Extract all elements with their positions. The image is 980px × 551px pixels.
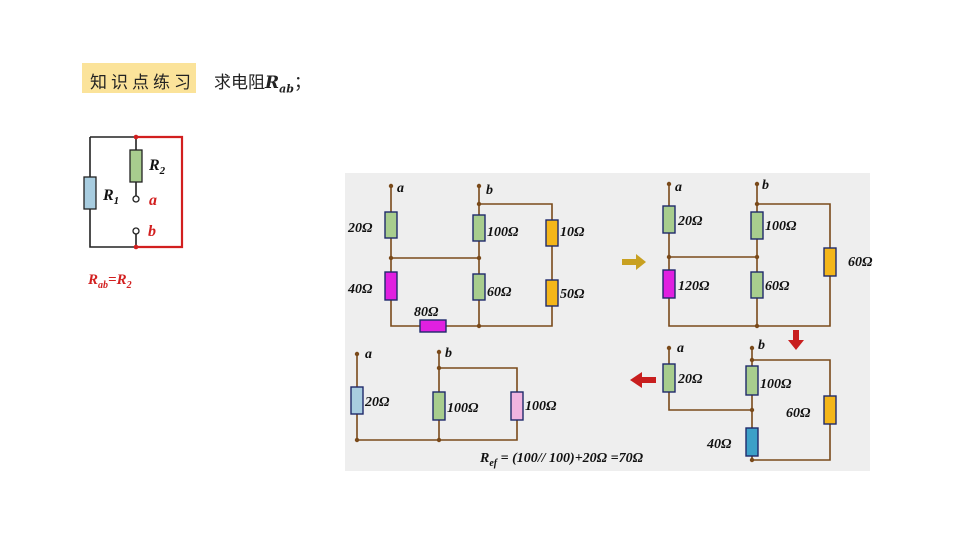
c1-node-top-right (476, 201, 482, 207)
c1-label-20: 20Ω (347, 221, 373, 236)
c2-label-20: 20Ω (677, 214, 703, 229)
circuit-2-wires (668, 184, 831, 327)
prompt-prefix: 求电阻 (214, 73, 265, 93)
terminal-a (132, 195, 140, 203)
c4-node-bottom-left (354, 437, 360, 443)
c2-node-top-right (754, 201, 760, 207)
c3-resistor-100 (745, 365, 759, 396)
c1-resistor-80 (419, 319, 447, 333)
c2-label-60-mid: 60Ω (765, 279, 790, 294)
c4-node-bottom (436, 437, 442, 443)
prompt-text: 求电阻Rab； (214, 68, 311, 95)
arrow-right-icon (622, 254, 646, 270)
prompt-symbol: R (265, 73, 280, 93)
c4-resistor-20 (350, 386, 364, 415)
formula-ref: Ref = (100// 100)+20Ω =70Ω (479, 451, 644, 469)
result-rab: Rab=R2 (87, 272, 132, 291)
c3-label-40: 40Ω (706, 437, 732, 452)
prompt-suffix: ； (293, 73, 311, 93)
c1-resistor-60 (472, 273, 486, 301)
c2-resistor-60-mid (750, 271, 764, 299)
small-circuit-black-wire (89, 136, 136, 248)
arrow-down-icon (788, 330, 804, 350)
c1-label-60: 60Ω (487, 285, 512, 300)
c1-node-mid (476, 255, 482, 261)
c4-resistor-100-right (510, 391, 524, 421)
label-r1: R1 (102, 187, 119, 207)
c3-label-a: a (677, 341, 684, 356)
c4-node-a (354, 351, 360, 357)
c4-label-100-mid: 100Ω (447, 401, 479, 416)
c4-label-a: a (365, 347, 372, 362)
title-tag: 知识点练习 (90, 73, 195, 93)
c2-node-bottom (754, 323, 760, 329)
c2-label-b: b (762, 178, 769, 193)
c3-label-20: 20Ω (677, 372, 703, 387)
small-circuit-red-wire (136, 135, 184, 249)
circuit-4-wires (356, 352, 518, 441)
c2-label-60-right: 60Ω (848, 255, 873, 270)
c3-node-a (666, 345, 672, 351)
small-circuit-node-top (133, 134, 139, 140)
c2-label-a: a (675, 180, 682, 195)
c4-label-100-right: 100Ω (525, 399, 557, 414)
c3-resistor-40 (745, 427, 759, 457)
c4-label-20: 20Ω (364, 395, 390, 410)
c3-resistor-60 (823, 395, 837, 425)
c1-label-a: a (397, 181, 404, 196)
c3-label-60: 60Ω (786, 406, 811, 421)
c1-resistor-20 (384, 211, 398, 239)
c4-resistor-100-mid (432, 391, 446, 421)
c4-node-b (436, 349, 442, 355)
label-node-b: b (148, 223, 156, 240)
title-tag-background (82, 63, 196, 93)
c3-node-top-right (749, 357, 755, 363)
c4-node-top-right (436, 365, 442, 371)
c1-resistor-100 (472, 214, 486, 242)
terminal-b (132, 227, 140, 235)
arrow-left-icon (630, 372, 656, 388)
c1-node-a (388, 183, 394, 189)
c1-resistor-40 (384, 271, 398, 301)
c1-label-b: b (486, 183, 493, 198)
label-r2: R2 (148, 157, 166, 177)
c3-resistor-20 (662, 363, 676, 393)
c1-label-50: 50Ω (560, 287, 585, 302)
c2-label-120: 120Ω (678, 279, 710, 294)
c3-label-100: 100Ω (760, 377, 792, 392)
label-node-a: a (149, 192, 157, 209)
c2-node-b (754, 181, 760, 187)
c1-label-80: 80Ω (414, 305, 439, 320)
c2-label-100: 100Ω (765, 219, 797, 234)
resistor-r1 (83, 176, 97, 210)
c4-label-b: b (445, 346, 452, 361)
c1-node-bottom (476, 323, 482, 329)
c2-resistor-100 (750, 211, 764, 240)
prompt-symbol-sub: ab (279, 82, 294, 96)
c3-label-b: b (758, 338, 765, 353)
c2-node-mid-left (666, 254, 672, 260)
c1-node-mid-left (388, 255, 394, 261)
c3-node-bottom (749, 457, 755, 463)
c2-node-a (666, 181, 672, 187)
c1-resistor-10 (545, 219, 559, 247)
c3-node-b (749, 345, 755, 351)
c1-node-b (476, 183, 482, 189)
c2-node-mid (754, 254, 760, 260)
c3-node-mid (749, 407, 755, 413)
c2-resistor-120 (662, 269, 676, 299)
c2-resistor-20 (662, 205, 676, 234)
c1-resistor-50 (545, 279, 559, 307)
c1-label-40: 40Ω (347, 282, 373, 297)
c2-resistor-60-right (823, 247, 837, 277)
small-circuit-node-bottom (133, 244, 139, 250)
c1-label-10: 10Ω (560, 225, 585, 240)
resistor-r2 (129, 149, 143, 183)
c1-label-100: 100Ω (487, 225, 519, 240)
